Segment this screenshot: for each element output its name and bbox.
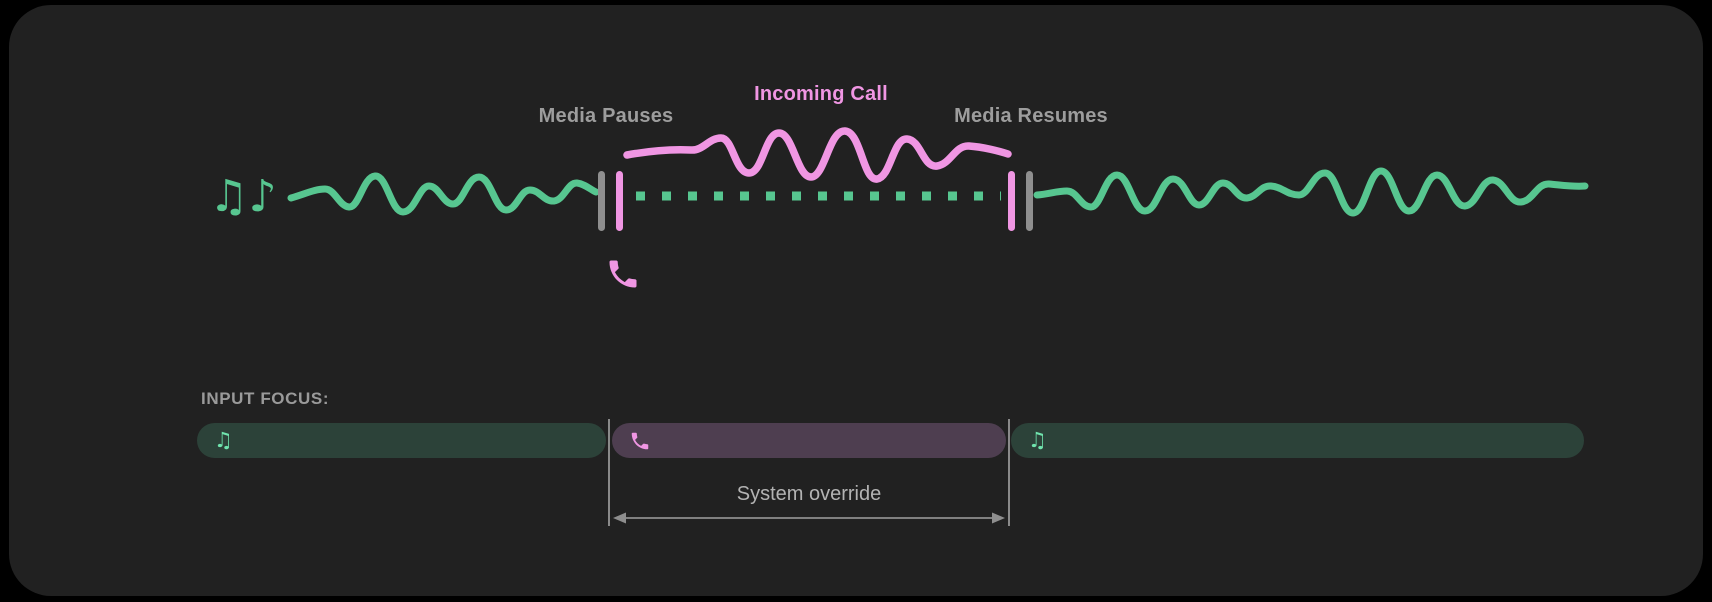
incoming-call-label: Incoming Call	[754, 83, 888, 105]
call-waveform	[623, 127, 1012, 183]
focus-segment-media-2: ♫	[1011, 423, 1584, 458]
call-start-marker	[616, 171, 623, 231]
waveform-graphic: ♫♪	[209, 127, 1589, 288]
override-start-line	[608, 419, 610, 526]
focus-segment-call	[612, 423, 1006, 458]
input-focus-heading: INPUT FOCUS:	[201, 389, 330, 408]
media-pause-marker	[598, 171, 605, 231]
focus-segment-media-1: ♫	[197, 423, 606, 458]
media-pauses-label: Media Pauses	[538, 105, 674, 127]
system-override-label: System override	[736, 483, 882, 505]
music-notes-icon: ♫	[1028, 428, 1047, 452]
phone-call-icon	[631, 432, 649, 449]
media-waveform-right	[1033, 167, 1589, 217]
call-end-marker	[1008, 171, 1015, 231]
media-resumes-label: Media Resumes	[954, 105, 1108, 127]
override-end-line	[1008, 419, 1010, 526]
panel-background: Media Pauses Incoming Call Media Resumes…	[9, 5, 1703, 596]
media-waveform-left	[287, 172, 600, 216]
music-notes-icon: ♫	[214, 428, 233, 452]
media-resume-marker	[1026, 171, 1033, 231]
music-notes-icon: ♫♪	[209, 171, 277, 222]
system-override-span-arrow	[613, 512, 1005, 524]
phone-call-icon	[609, 260, 637, 288]
